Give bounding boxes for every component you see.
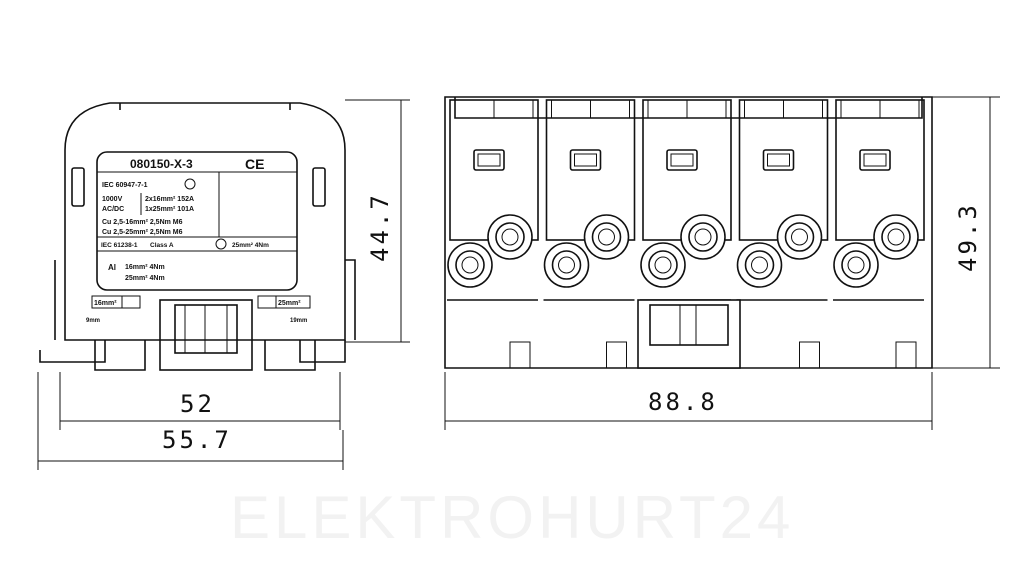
front-height-dim: 44.7 [366, 192, 394, 262]
screw-hole [583, 214, 630, 260]
screw-icon [744, 250, 775, 280]
screw-hole [736, 242, 783, 288]
wire-window [473, 149, 505, 171]
screw-hole [776, 214, 823, 260]
wire-window [569, 149, 602, 171]
screw-icon [881, 222, 911, 252]
screw-hole [873, 214, 919, 260]
cu-rating-1: Cu 2,5-16mm² 2,5Nm M6 [102, 219, 183, 226]
std2-rating: 25mm² 4Nm [232, 242, 269, 249]
standard-2: IEC 61238-1 [101, 242, 138, 249]
front-dimensions: 44.7 52 55.7 [37, 99, 410, 470]
left-strip-length: 9mm [86, 318, 100, 324]
wire-window [762, 149, 795, 171]
cu-rating-2: Cu 2,5-25mm² 2,5Nm M6 [102, 229, 183, 236]
side-dimensions: 88.8 49.3 [444, 96, 1000, 430]
voltage: 1000V [102, 196, 123, 203]
front-inner-width-dim: 52 [180, 390, 215, 418]
screw-hole [447, 242, 493, 288]
screw-icon [648, 250, 678, 280]
current-type: AC/DC [102, 206, 124, 213]
rating-2: 1x25mm² 101A [145, 206, 194, 213]
ul-mark-icon [215, 238, 227, 250]
screw-hole [833, 242, 879, 288]
wire-window [666, 149, 698, 171]
ul-mark-icon [184, 178, 196, 190]
watermark: ELEKTROHURT24 [230, 484, 794, 551]
side-width-dim: 88.8 [648, 388, 718, 416]
screw-icon [495, 222, 525, 252]
al-rating-1: 16mm² 4Nm [125, 264, 165, 271]
part-number: 080150-X-3 [130, 157, 193, 171]
rating-1: 2x16mm² 152A [145, 196, 194, 203]
screw-hole [543, 242, 590, 288]
wire-window [859, 149, 891, 171]
screw-icon [784, 222, 815, 252]
screw-icon [591, 222, 622, 252]
left-tag: 16mm² [94, 300, 117, 307]
al-rating-2: 25mm² 4Nm [125, 275, 165, 282]
screw-icon [455, 250, 485, 280]
screw-icon [551, 250, 582, 280]
screw-icon [841, 250, 871, 280]
side-view [444, 96, 933, 369]
front-view: 080150-X-3 CE IEC 60947-7-1 1000V AC/DC … [39, 102, 356, 371]
al-prefix: Al [108, 263, 116, 272]
screw-hole [680, 214, 726, 260]
front-total-width-dim: 55.7 [162, 426, 232, 454]
side-height-dim: 49.3 [954, 202, 982, 272]
class: Class A [150, 242, 174, 249]
ce-mark: CE [245, 156, 264, 172]
right-tag: 25mm² [278, 300, 301, 307]
screw-hole [640, 242, 686, 288]
standard-1: IEC 60947-7-1 [102, 182, 148, 189]
screw-hole [487, 214, 533, 260]
right-strip-length: 19mm [290, 318, 307, 324]
screw-icon [688, 222, 718, 252]
